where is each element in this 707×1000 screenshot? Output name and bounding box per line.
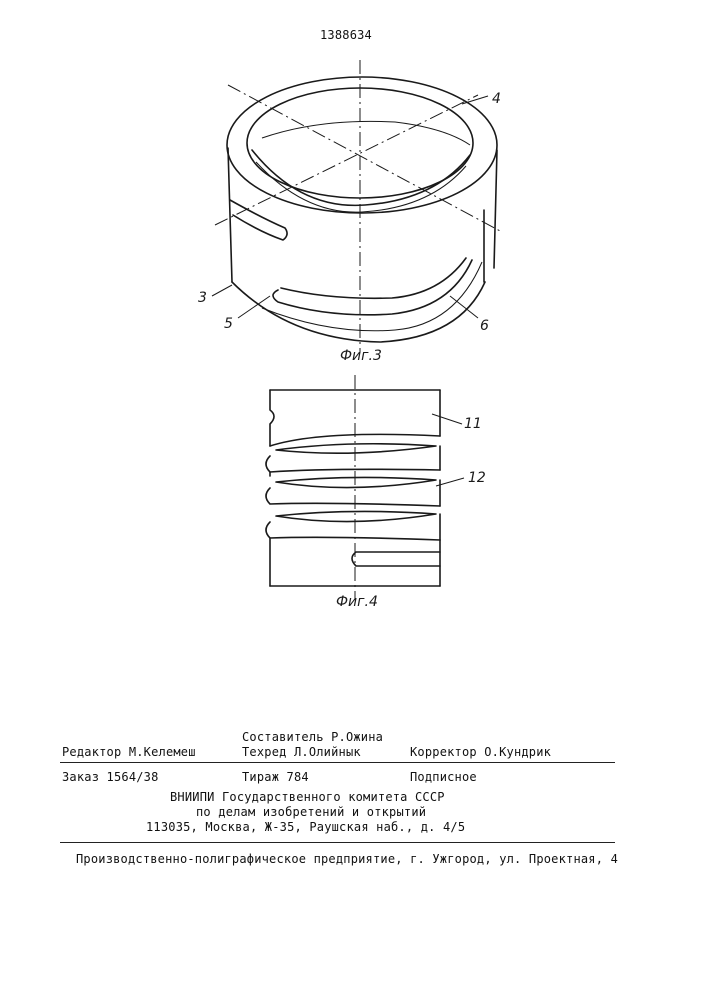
order-text: Заказ 1564/38 xyxy=(62,770,159,784)
label-11: 11 xyxy=(464,416,482,432)
printer-text: Производственно-полиграфическое предприя… xyxy=(76,852,618,866)
footer-divider-1 xyxy=(60,762,615,763)
editor-text: Редактор М.Келемеш xyxy=(62,745,196,759)
org-line-1: ВНИИПИ Государственного комитета СССР xyxy=(170,790,445,804)
footer-divider-2 xyxy=(60,842,615,843)
subscription-text: Подписное xyxy=(410,770,477,784)
corrector-text: Корректор О.Кундрик xyxy=(410,745,551,759)
figure-4-drawing: 11 12 Фиг.4 xyxy=(0,0,707,620)
figure-4-caption: Фиг.4 xyxy=(336,594,378,610)
compiler-text: Составитель Р.Ожина xyxy=(242,730,383,744)
figure-4-leaders xyxy=(432,414,464,486)
figure-4-linework xyxy=(266,375,440,600)
label-12: 12 xyxy=(468,470,486,486)
org-line-2: по делам изобретений и открытий xyxy=(196,805,426,819)
org-address: 113035, Москва, Ж-35, Раушская наб., д. … xyxy=(146,820,465,834)
techred-text: Техред Л.Олийнык xyxy=(242,745,361,759)
circulation-text: Тираж 784 xyxy=(242,770,309,784)
